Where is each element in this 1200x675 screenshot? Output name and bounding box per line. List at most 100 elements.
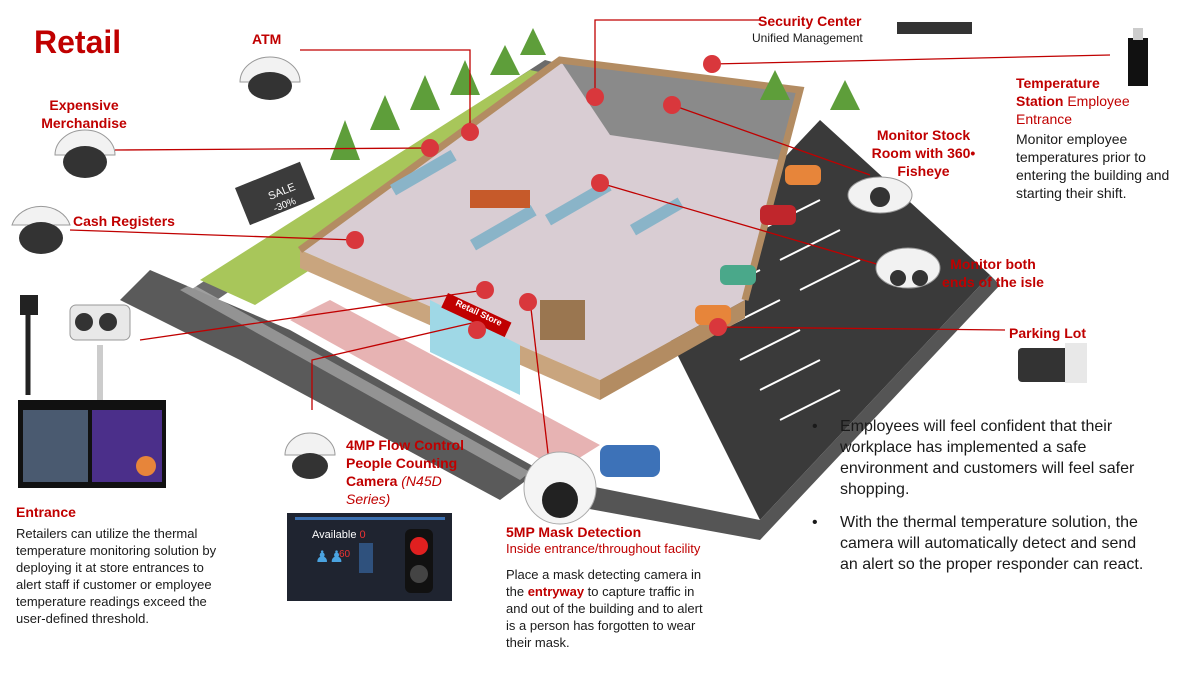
- mask-desc-1: Place a mask detecting camera in: [506, 567, 702, 582]
- people-icon: ♟♟: [315, 549, 344, 566]
- entrance-desc-1: Retailers can utilize the thermal: [16, 526, 198, 541]
- nvr-device-icon: [897, 22, 972, 34]
- fisheye-camera-icon: [847, 176, 913, 214]
- panel-available-label: Available: [312, 529, 357, 541]
- shelves: [390, 150, 684, 340]
- bullet-1-line-2: workplace has implemented a safe: [840, 439, 1087, 456]
- bullet-dot: •: [812, 418, 818, 435]
- hotspot-atm[interactable]: [461, 123, 479, 141]
- panel-count-value: 60: [339, 549, 351, 560]
- flow-line-2: People Counting: [346, 455, 458, 471]
- entrance-title: Entrance: [16, 504, 76, 520]
- hotspot-cash[interactable]: [346, 231, 364, 249]
- panel-available-value: 0: [359, 529, 366, 541]
- hotspot-flow[interactable]: [468, 321, 486, 339]
- hotspot-temperature[interactable]: [703, 55, 721, 73]
- temp-suffix-2: Entrance: [1016, 111, 1073, 127]
- road-marking: [180, 284, 530, 480]
- flow-control-label: 4MP Flow Control People Counting Camera …: [346, 436, 486, 508]
- temp-suffix: Employee: [1067, 93, 1130, 109]
- temp-desc-4: starting their shift.: [1016, 185, 1127, 201]
- traffic-light-icon: [405, 529, 433, 593]
- mask-desc-4: is a person has forgotten to wear: [506, 618, 696, 633]
- store-entrance: [430, 300, 520, 395]
- mask-desc-the: the: [506, 584, 528, 599]
- thermal-monitor-icon: [18, 400, 166, 488]
- temp-title-1: Temperature: [1016, 75, 1100, 91]
- mask-detection-sub: Inside entrance/throughout facility: [506, 541, 701, 556]
- stock-line-2: Room with 360•: [871, 145, 976, 161]
- isle-label: Monitor both ends of the isle: [938, 255, 1048, 291]
- temperature-station-block: Temperature Station Employee Entrance Mo…: [1016, 74, 1196, 202]
- isle-line-2: ends of the isle: [942, 274, 1044, 290]
- mask-camera-icon: [523, 451, 597, 525]
- isle-line-1: Monitor both: [950, 256, 1036, 272]
- entrance-block: Entrance Retailers can utilize the therm…: [16, 503, 266, 627]
- mask-detection-label: 5MP Mask Detection: [506, 524, 642, 540]
- panel-available-row: Available 0: [312, 529, 366, 541]
- cash-registers-label: Cash Registers: [73, 213, 175, 229]
- stock-line-1: Monitor Stock: [876, 127, 971, 143]
- bullet-1-line-3: environment and customers will feel safe…: [840, 460, 1135, 477]
- bullet-2-line-3: an alert so the proper responder can rea…: [840, 556, 1144, 573]
- security-center-sub: Unified Management: [752, 31, 863, 45]
- parked-cars: [600, 165, 821, 477]
- bullet-2-line-1: With the thermal temperature solution, t…: [840, 514, 1138, 531]
- expensive-merchandise-label: Expensive Merchandise: [38, 96, 130, 132]
- temperature-station-icon: [1128, 28, 1148, 86]
- sale-billboard: [235, 161, 315, 226]
- entrance-desc-3: deploying it at store entrances to: [16, 560, 204, 575]
- bullet-dot: •: [812, 514, 818, 531]
- entrance-desc-5: temperature readings exceed the: [16, 594, 207, 609]
- entrance-desc-2: temperature monitoring solution by: [16, 543, 217, 558]
- bullet-item-1: • Employees will feel confident that the…: [812, 416, 1192, 500]
- hotspot-parking[interactable]: [709, 318, 727, 336]
- dome-camera-icon: [11, 205, 71, 254]
- panoramic-camera-icon: [1018, 343, 1087, 383]
- dome-camera-icon: [54, 129, 116, 178]
- temp-desc-2: temperatures prior to: [1016, 149, 1146, 165]
- flow-line-1: 4MP Flow Control: [346, 437, 464, 453]
- dome-camera-icon: [239, 56, 301, 100]
- panel-bars: [359, 543, 373, 573]
- mask-desc-5: their mask.: [506, 635, 570, 650]
- bullet-1-line-1: Employees will feel confident that their: [840, 418, 1113, 435]
- panel-topbar: [295, 517, 445, 520]
- entrance-desc-4: alert staff if customer or employee: [16, 577, 212, 592]
- bullet-2-line-2: camera will automatically detect and sen…: [840, 535, 1137, 552]
- entrance-desc-6: user-defined threshold.: [16, 611, 149, 626]
- bullet-1-line-4: shopping.: [840, 481, 910, 498]
- thermal-camera-icon: [20, 295, 131, 400]
- dome-camera-icon: [284, 432, 336, 479]
- stop-light-icon: [410, 537, 428, 555]
- security-center-label: Security Center: [758, 13, 862, 29]
- flow-series: (N45D: [401, 473, 442, 489]
- page-title: Retail: [34, 24, 122, 60]
- store-sign: [441, 293, 512, 338]
- mask-desc-3: and out of the building and to alert: [506, 601, 703, 616]
- bullet-list: • Employees will feel confident that the…: [812, 416, 1192, 575]
- flow-line-3: Camera: [346, 473, 398, 489]
- hotspot-security[interactable]: [586, 88, 604, 106]
- callout-lines: [69, 19, 1111, 471]
- mask-desc-bold: entryway: [527, 584, 585, 599]
- dual-dome-camera-icon: [875, 247, 941, 289]
- camera-hotspots: [346, 55, 727, 339]
- hotspot-isle[interactable]: [591, 174, 609, 192]
- mask-detection-desc: Place a mask detecting camera in the ent…: [506, 566, 746, 651]
- expensive-line-1: Expensive: [49, 97, 119, 113]
- go-light-icon: [410, 565, 428, 583]
- people-counting-panel: Available 0 ♟♟ 60: [287, 513, 452, 601]
- atm-label: ATM: [252, 31, 282, 47]
- hotspot-stock[interactable]: [663, 96, 681, 114]
- mask-desc-post: to capture traffic in: [584, 584, 695, 599]
- hotspot-mask[interactable]: [519, 293, 537, 311]
- hotspot-entrance[interactable]: [476, 281, 494, 299]
- hotspot-expensive[interactable]: [421, 139, 439, 157]
- stock-room-label: Monitor Stock Room with 360• Fisheye: [866, 126, 981, 180]
- temp-desc-3: entering the building and: [1016, 167, 1170, 183]
- front-sidewalk: [290, 300, 600, 470]
- expensive-line-2: Merchandise: [41, 115, 127, 131]
- trees: [330, 28, 860, 160]
